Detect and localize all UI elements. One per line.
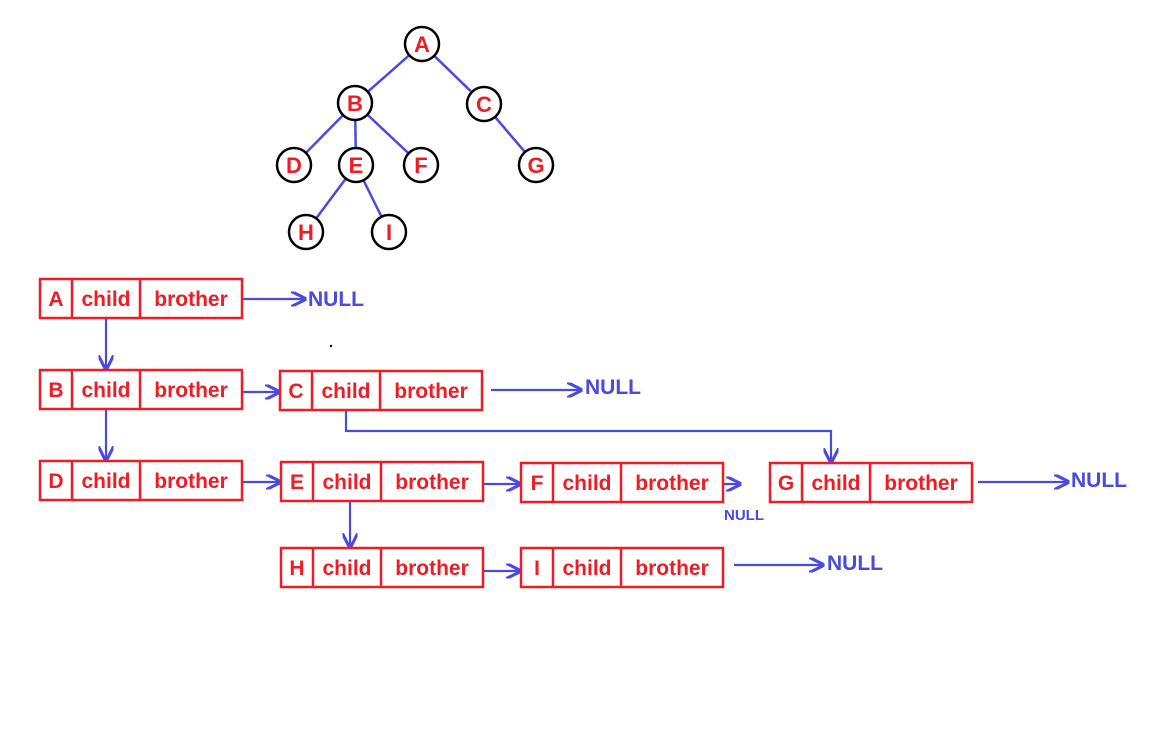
tree-edge-B-F: [366, 113, 410, 155]
null-label: NULL: [827, 552, 883, 575]
tree-edge-C-G: [494, 116, 526, 153]
record-child-field: child: [81, 379, 130, 402]
record-brother-field: brother: [154, 288, 228, 311]
tree-node-D: D: [275, 146, 313, 184]
record-brother-field: brother: [635, 472, 709, 495]
tree-edges: [305, 54, 526, 220]
tree-node-circle: [402, 146, 440, 184]
tree-node-F: F: [402, 146, 440, 184]
record-data-field: H: [289, 557, 304, 580]
record-brother-field: brother: [635, 557, 709, 580]
tree-node-label: B: [347, 91, 363, 116]
record-brother-field: brother: [154, 379, 228, 402]
record-child-field: child: [81, 288, 130, 311]
record-child-field: child: [322, 471, 371, 494]
tree-node-label: I: [386, 220, 392, 245]
record-brother-field: brother: [395, 471, 469, 494]
tree-edge-A-C: [433, 54, 473, 94]
tree-node-I: I: [370, 213, 408, 251]
tree-edge-E-H: [315, 177, 347, 220]
tree-node-B: B: [336, 84, 374, 122]
record-child-field: child: [811, 472, 860, 495]
tree-node-label: A: [414, 32, 430, 57]
tree-node-label: F: [414, 153, 427, 178]
record-data-field: E: [290, 471, 304, 494]
tree-node-A: A: [403, 25, 441, 63]
tree-node-C: C: [465, 85, 503, 123]
record-brother-field: brother: [395, 557, 469, 580]
record-child-field: child: [81, 470, 130, 493]
record-child-field: child: [562, 557, 611, 580]
tree-node-E: E: [337, 146, 375, 184]
tree-node-label: C: [476, 92, 492, 117]
record-brother-field: brother: [154, 470, 228, 493]
tree-nodes: A B C D E F G H I: [275, 25, 555, 251]
record-data-field: G: [778, 472, 794, 495]
record-child-field: child: [321, 380, 370, 403]
null-label: NULL: [585, 376, 641, 399]
record-brother-field: brother: [394, 380, 468, 403]
record-data-field: D: [48, 470, 63, 493]
tree-node-circle: [517, 146, 555, 184]
tree-node-label: G: [527, 153, 544, 178]
record-data-field: F: [531, 472, 544, 495]
tree-node-circle: [336, 84, 374, 122]
tree-node-circle: [337, 146, 375, 184]
record-child-field: child: [562, 472, 611, 495]
null-label: NULL: [1071, 469, 1127, 492]
tree-node-label: D: [286, 153, 302, 178]
tree-node-circle: [370, 213, 408, 251]
record-brother-field: brother: [884, 472, 958, 495]
record-data-field: I: [534, 557, 540, 580]
record-data-field: A: [48, 288, 63, 311]
tree-node-circle: [403, 25, 441, 63]
null-label: NULL: [308, 288, 364, 311]
tree-node-label: E: [349, 153, 364, 178]
tree-node-circle: [465, 85, 503, 123]
tree-edge-A-B: [366, 54, 411, 93]
tree-node-circle: [275, 146, 313, 184]
stray-dot: [329, 344, 333, 348]
null-label: NULL: [724, 507, 764, 524]
null-labels: NULL NULL NULL NULL NULL: [308, 288, 1127, 575]
pointer-arrow-C-G: [344, 403, 831, 462]
tree-edge-B-D: [305, 114, 344, 154]
tree-node-H: H: [287, 213, 325, 251]
tree-node-G: G: [517, 146, 555, 184]
tree-edge-E-I: [362, 179, 383, 218]
record-data-field: C: [288, 380, 303, 403]
record-data-field: B: [48, 379, 63, 402]
pointer-arrows: [106, 299, 1068, 571]
tree-node-label: H: [298, 220, 314, 245]
tree-node-circle: [287, 213, 325, 251]
record-child-field: child: [322, 557, 371, 580]
